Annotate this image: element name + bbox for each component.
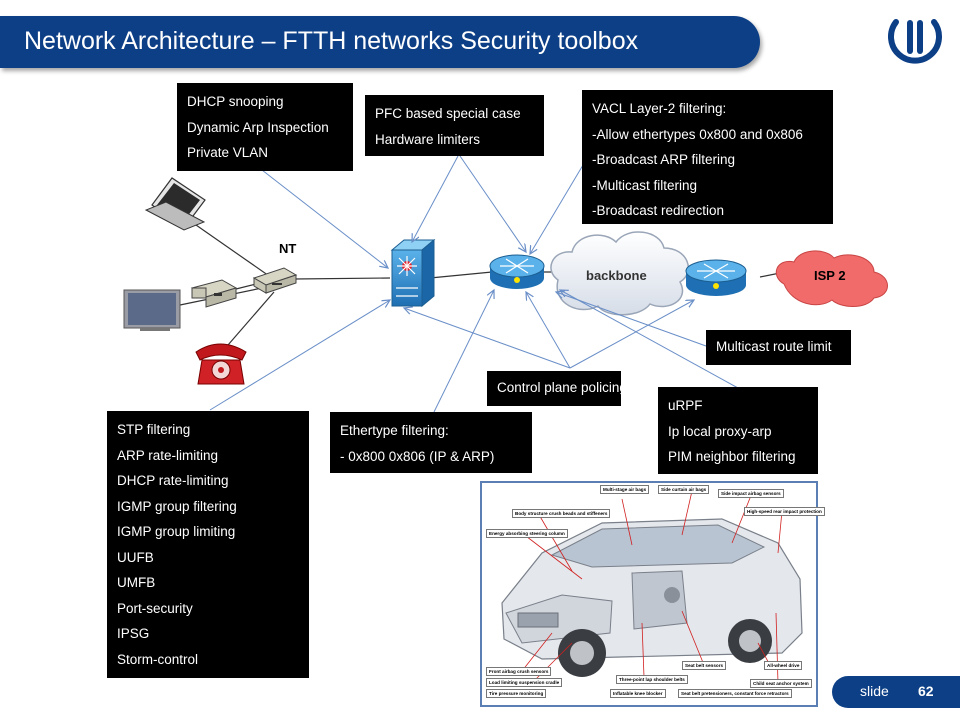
car-label: Load limiting suspension cradle (486, 678, 563, 687)
car-label: Child seat anchor system (750, 679, 812, 688)
feature-line: Ip local proxy-arp (668, 423, 772, 439)
slide-label: slide (860, 683, 889, 699)
isp2-cloud-icon (775, 250, 888, 307)
car-safety-illustration: Multi-stage air bags Side curtain air ba… (480, 481, 825, 707)
feature-line: VACL Layer-2 filtering: (592, 101, 727, 116)
feature-line: DHCP rate-limiting (117, 473, 229, 488)
feature-line: UMFB (117, 575, 156, 590)
feature-line: -Multicast filtering (592, 177, 698, 193)
nt-device-icon (252, 267, 298, 294)
urpf-features-box: uRPF Ip local proxy-arp PIM neighbor fil… (658, 387, 818, 474)
car-label: Seat belt sensors (682, 661, 727, 670)
feature-line: DHCP snooping (187, 94, 284, 109)
feature-line: -Broadcast ARP filtering (592, 152, 736, 167)
feature-line: ARP rate-limiting (117, 447, 219, 463)
access-switch-icon (390, 238, 436, 308)
car-label: Seat belt pretensioners, constant force … (678, 689, 792, 698)
feature-line: Dynamic Arp Inspection (187, 119, 329, 135)
stp-features-box: STP filtering ARP rate-limiting DHCP rat… (107, 411, 309, 678)
backbone-router-left-icon (489, 254, 545, 289)
feature-line: PFC based special case (375, 106, 521, 121)
television-icon (123, 289, 181, 331)
dhcp-features-box: DHCP snooping Dynamic Arp Inspection Pri… (177, 83, 353, 171)
backbone-router-right-icon (685, 259, 747, 296)
set-top-box-icon (190, 279, 238, 308)
car-label: Multi-stage air bags (600, 485, 650, 494)
feature-line: Control plane policing (497, 380, 627, 395)
car-drawing (501, 490, 803, 684)
title-bar (0, 16, 760, 68)
feature-line: -Allow ethertypes 0x800 and 0x806 (592, 126, 803, 142)
feature-line: IPSG (117, 626, 150, 641)
car-label: Side impact airbag sensors (718, 489, 784, 498)
nt-label: NT (279, 241, 297, 256)
ethertype-features-box: Ethertype filtering: - 0x800 0x806 (IP &… (330, 412, 532, 473)
vacl-features-box: VACL Layer-2 filtering: -Allow ethertype… (582, 90, 833, 224)
feature-line: STP filtering (117, 422, 191, 437)
feature-line: uRPF (668, 398, 703, 413)
control-plane-box: Control plane policing (487, 371, 627, 406)
car-label: Tire pressure monitoring (486, 689, 547, 698)
feature-line: Multicast route limit (716, 339, 832, 354)
slide-number-badge (832, 676, 960, 708)
car-label: Side curtain air bags (658, 485, 710, 494)
telephone-icon (195, 343, 247, 385)
car-label: Energy absorbing steering column (486, 529, 568, 538)
brand-logo-icon (888, 19, 942, 64)
annotation-arrows (209, 155, 739, 413)
car-label: Inflatable knee blocker (610, 689, 666, 698)
feature-line: IGMP group filtering (117, 498, 237, 514)
isp2-label: ISP 2 (814, 268, 846, 283)
feature-line: Ethertype filtering: (340, 423, 449, 438)
feature-line: - 0x800 0x806 (IP & ARP) (340, 448, 495, 464)
feature-line: PIM neighbor filtering (668, 449, 796, 464)
feature-line: UUFB (117, 549, 154, 565)
car-label: All-wheel drive (764, 661, 803, 670)
feature-line: Hardware limiters (375, 131, 481, 147)
car-label: Three-point lap shoulder belts (616, 675, 688, 684)
page-title: Network Architecture – FTTH networks Sec… (24, 27, 639, 55)
feature-line: IGMP group limiting (117, 524, 236, 539)
backbone-label: backbone (586, 268, 647, 283)
car-label: Body structure crush beads and stiffener… (512, 509, 611, 518)
pfc-features-box: PFC based special case Hardware limiters (365, 95, 544, 156)
laptop-icon (144, 177, 206, 231)
feature-line: Port-security (117, 600, 193, 616)
car-label: High-speed rear impact protection (744, 507, 825, 516)
multicast-route-box: Multicast route limit (706, 330, 851, 365)
feature-line: Private VLAN (187, 145, 269, 160)
feature-line: Storm-control (117, 651, 199, 667)
slide-number: 62 (918, 683, 934, 699)
car-label: Front airbag crush sensors (486, 667, 552, 676)
feature-line: -Broadcast redirection (592, 203, 725, 218)
